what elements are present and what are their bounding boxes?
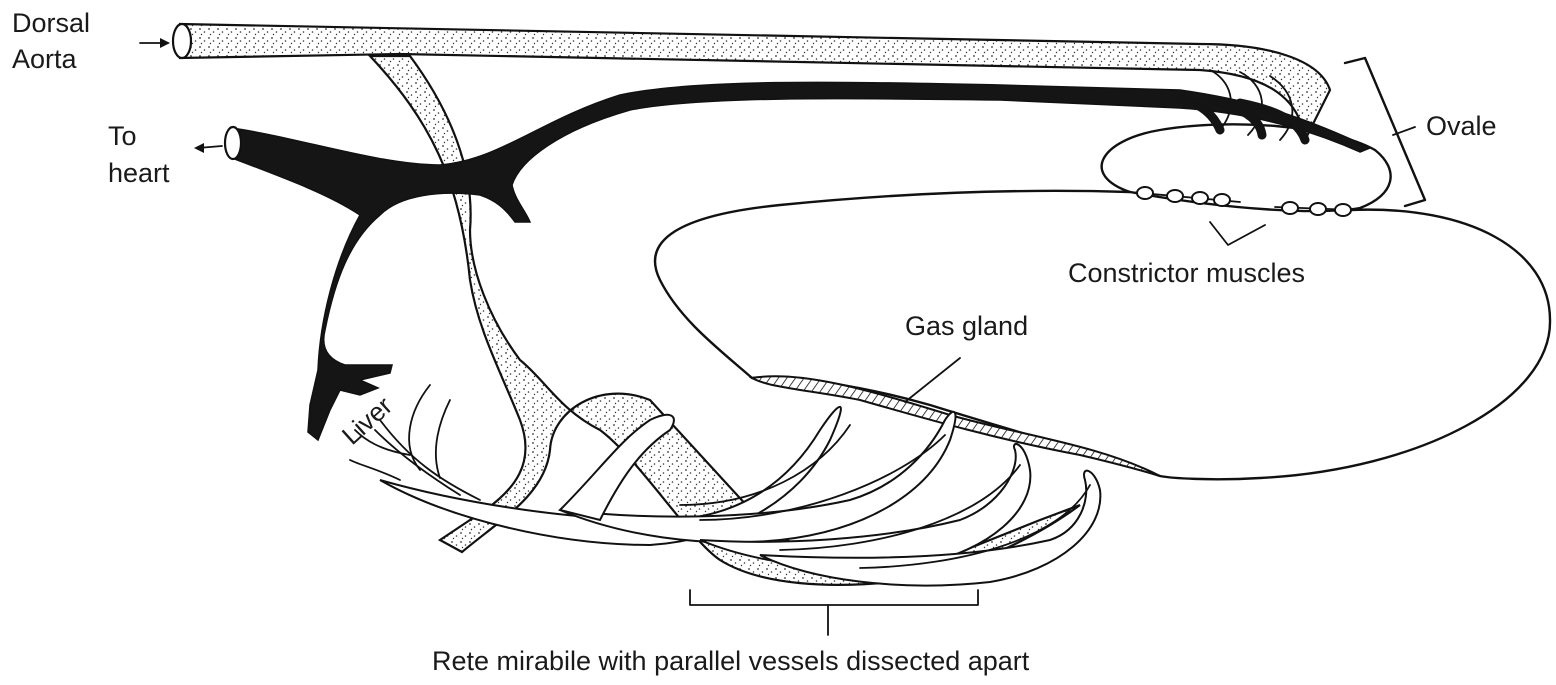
label-dorsal-line2: Aorta (12, 44, 78, 74)
rete-bracket (690, 590, 978, 605)
label-gas-gland: Gas gland (905, 311, 1028, 341)
label-liver: Liver (336, 390, 398, 450)
label-constrictor: Constrictor muscles (1068, 258, 1305, 288)
heart-arrow (194, 143, 222, 153)
label-ovale: Ovale (1426, 111, 1497, 141)
constrictor-bracket (1210, 222, 1265, 245)
label-dorsal-line1: Dorsal (12, 8, 90, 38)
swim-bladder-outline (655, 191, 1550, 479)
label-heart-line2: heart (108, 158, 170, 188)
label-heart-line1: To (108, 121, 137, 151)
aorta-arrow (140, 38, 170, 48)
constrictor-muscles (1130, 187, 1355, 216)
label-rete: Rete mirabile with parallel vessels diss… (432, 646, 1030, 676)
gas-gland-pointer (905, 358, 960, 402)
ovale-bracket (1345, 58, 1425, 206)
